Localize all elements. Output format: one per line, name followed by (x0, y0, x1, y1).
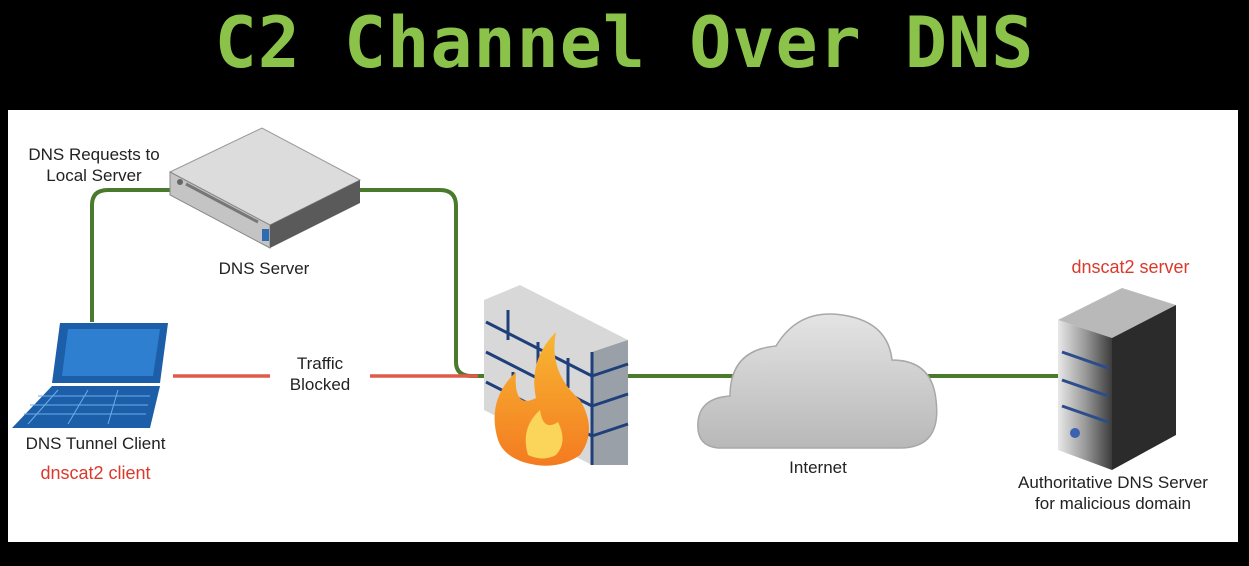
page-title: C2 Channel Over DNS (214, 2, 1035, 84)
dns-requests-label: DNS Requests to Local Server (28, 145, 160, 185)
internet-label: Internet (789, 458, 847, 477)
auth-server-label: Authoritative DNS Server for malicious d… (1018, 473, 1208, 513)
laptop-icon (12, 323, 168, 428)
client-tool-label: dnscat2 client (40, 463, 151, 483)
rack-server-icon (168, 127, 362, 249)
tower-server-icon (1058, 288, 1176, 470)
network-diagram (12, 127, 1176, 470)
cloud-icon (697, 313, 938, 449)
traffic-blocked-label: Traffic Blocked (270, 353, 370, 395)
firewall-icon (484, 285, 629, 466)
diagram-panel: DNS Requests to Local Server DNS Server … (8, 110, 1238, 542)
tunnel-client-label: DNS Tunnel Client (25, 434, 166, 453)
dns-server-label: DNS Server (218, 259, 310, 278)
server-tool-label: dnscat2 server (1071, 257, 1190, 277)
